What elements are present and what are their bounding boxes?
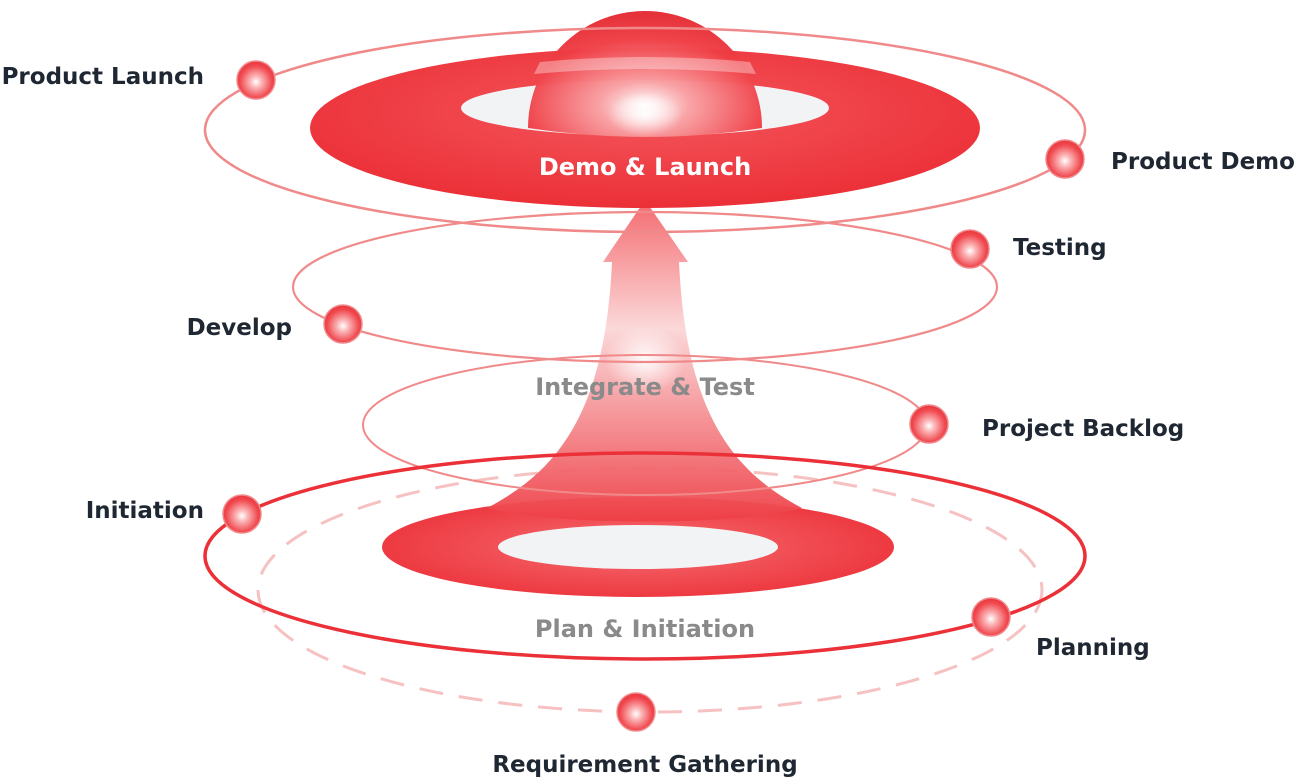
marker-product-demo xyxy=(1045,139,1085,179)
marker-develop xyxy=(323,304,363,344)
phase-label-plan-initiation: Plan & Initiation xyxy=(535,615,755,643)
develop-ring xyxy=(291,210,999,364)
marker-initiation xyxy=(222,494,262,534)
dome-highlight-band xyxy=(534,57,756,74)
marker-project-backlog xyxy=(909,404,949,444)
launch-ring xyxy=(203,26,1087,234)
step-label-develop: Develop xyxy=(187,315,292,341)
bottom-disc-hole xyxy=(498,525,778,569)
plan-ring xyxy=(203,451,1087,661)
phase-label-integrate-test: Integrate & Test xyxy=(535,373,755,401)
step-label-product-launch: Product Launch xyxy=(2,64,204,90)
step-label-product-demo: Product Demo xyxy=(1111,149,1295,175)
launch-dome xyxy=(528,11,762,137)
funnel-glow xyxy=(605,326,685,394)
step-label-project-backlog: Project Backlog xyxy=(982,416,1184,442)
step-label-requirement-gathering: Requirement Gathering xyxy=(492,752,797,778)
step-label-planning: Planning xyxy=(1036,635,1150,661)
marker-testing xyxy=(950,229,990,269)
dome-glow xyxy=(607,92,683,136)
marker-planning xyxy=(971,597,1011,637)
step-label-testing: Testing xyxy=(1013,235,1107,261)
marker-product-launch xyxy=(236,60,276,100)
phase-label-demo-launch: Demo & Launch xyxy=(539,153,751,181)
step-label-initiation: Initiation xyxy=(86,498,204,524)
marker-requirement-gathering xyxy=(616,692,656,732)
step-markers xyxy=(222,60,1085,732)
